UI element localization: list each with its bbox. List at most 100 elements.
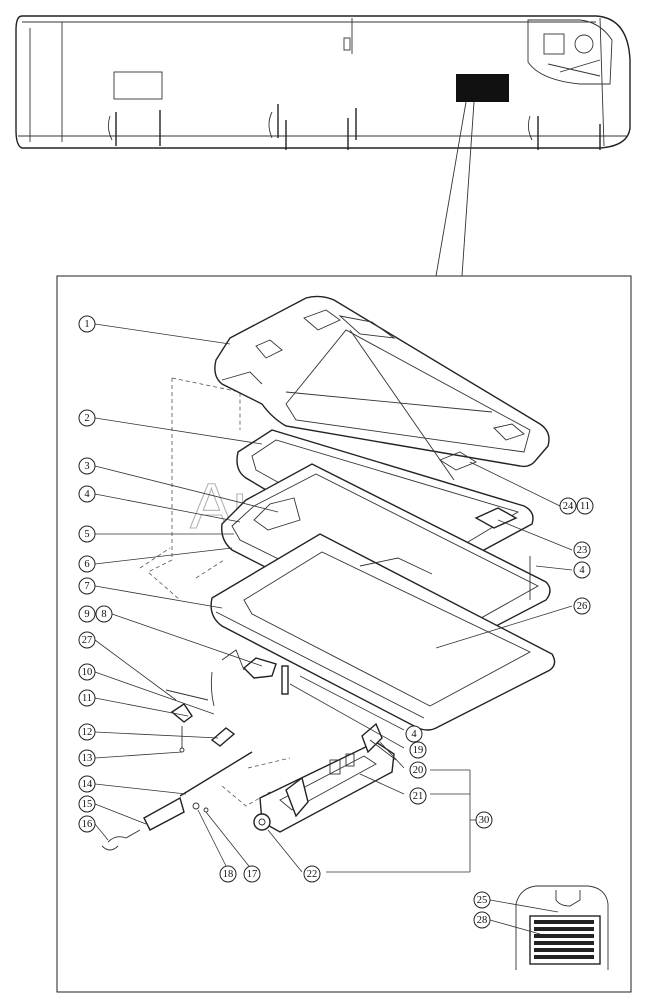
callout-number: 19: [413, 745, 424, 756]
callout-circle: [78, 795, 96, 813]
part-hinge-group: [165, 649, 289, 753]
callout-number: 17: [247, 869, 258, 880]
callout-circle: [78, 525, 96, 543]
callout-27: 27: [78, 631, 96, 649]
callout-circle: [78, 723, 96, 741]
callout-circle: [78, 457, 96, 475]
callout-5: 5: [78, 525, 96, 543]
callout-4a: 4: [78, 485, 96, 503]
callout-number: 22: [307, 869, 318, 880]
leader-lines: [94, 323, 573, 935]
callout-number: 13: [82, 753, 93, 764]
callout-circle: [78, 815, 96, 833]
callout-circle: [78, 577, 96, 595]
callout-number: 11: [82, 693, 92, 704]
callout-20: 20: [409, 761, 427, 779]
callout-30: 30: [475, 811, 493, 829]
callout-number: 4: [84, 489, 90, 500]
callout-number: 25: [477, 895, 488, 906]
callout-16: 16: [78, 815, 96, 833]
callout-circle: [573, 597, 591, 615]
callout-number: 15: [82, 799, 93, 810]
callout-circle: [409, 741, 427, 759]
callout-4c: 4: [405, 725, 423, 743]
zoom-leader-left: [435, 101, 467, 277]
callout-17: 17: [243, 865, 261, 883]
callout-number: 11: [580, 501, 590, 512]
callout-circle: [78, 555, 96, 573]
callout-25: 25: [473, 891, 491, 909]
callout-1: 1: [78, 315, 96, 333]
callout-8: 8: [95, 605, 113, 623]
callout-number: 2: [84, 413, 89, 424]
callout-circle: [95, 605, 113, 623]
callout-circle: [475, 811, 493, 829]
callout-23: 23: [573, 541, 591, 559]
callout-circle: [573, 561, 591, 579]
callout-number: 30: [479, 815, 490, 826]
callout-number: 16: [82, 819, 93, 830]
part-motor-assembly: [253, 722, 397, 833]
callout-12: 12: [78, 723, 96, 741]
callout-circle: [576, 497, 594, 515]
callout-circle: [409, 761, 427, 779]
callout-number: 18: [223, 869, 234, 880]
callout-11b: 11: [576, 497, 594, 515]
callout-circle: [473, 891, 491, 909]
callout-28: 28: [473, 911, 491, 929]
callout-number: 26: [577, 601, 588, 612]
callout-10: 10: [78, 663, 96, 681]
callout-circle: [559, 497, 577, 515]
callout-circle: [409, 787, 427, 805]
callout-number: 27: [82, 635, 93, 646]
callout-number: 9: [84, 609, 89, 620]
callout-number: 28: [477, 915, 488, 926]
callout-circle: [78, 315, 96, 333]
callout-2: 2: [78, 409, 96, 427]
callout-6: 6: [78, 555, 96, 573]
callout-number: 20: [413, 765, 424, 776]
callout-number: 24: [563, 501, 574, 512]
callout-circle: [303, 865, 321, 883]
callout-number: 6: [84, 559, 89, 570]
callout-circle: [78, 775, 96, 793]
bus-side-view: [15, 15, 631, 150]
callout-4b: 4: [573, 561, 591, 579]
callout-number: 8: [101, 609, 106, 620]
callout-number: 23: [577, 545, 588, 556]
callout-number: 4: [579, 565, 585, 576]
callout-number: 5: [84, 529, 89, 540]
callout-circle: [573, 541, 591, 559]
callout-11a: 11: [78, 689, 96, 707]
part-24-pad: [474, 507, 518, 529]
callout-circle: [405, 725, 423, 743]
callout-22: 22: [303, 865, 321, 883]
part-base-frame: [210, 533, 556, 731]
callout-15: 15: [78, 795, 96, 813]
callout-circle: [78, 485, 96, 503]
callout-number: 10: [82, 667, 93, 678]
callout-number: 1: [84, 319, 89, 330]
callout-circle: [473, 911, 491, 929]
callout-circle: [243, 865, 261, 883]
callout-circle: [78, 605, 96, 623]
callout-circle: [78, 689, 96, 707]
callout-number: 14: [82, 779, 93, 790]
part-outer-lid: [214, 295, 550, 481]
callout-number: 3: [84, 461, 89, 472]
callout-21: 21: [409, 787, 427, 805]
callout-circle: [78, 749, 96, 767]
inset-vent-detail: [515, 885, 609, 970]
callout-number: 4: [411, 729, 417, 740]
callout-26: 26: [573, 597, 591, 615]
callout-24: 24: [559, 497, 577, 515]
part-rod-handle: [101, 751, 253, 851]
callout-circle: [78, 663, 96, 681]
callout-circle: [78, 409, 96, 427]
callout-circle: [219, 865, 237, 883]
callout-13: 13: [78, 749, 96, 767]
detail-frame: [56, 275, 632, 993]
zoom-leader-right: [461, 101, 475, 277]
